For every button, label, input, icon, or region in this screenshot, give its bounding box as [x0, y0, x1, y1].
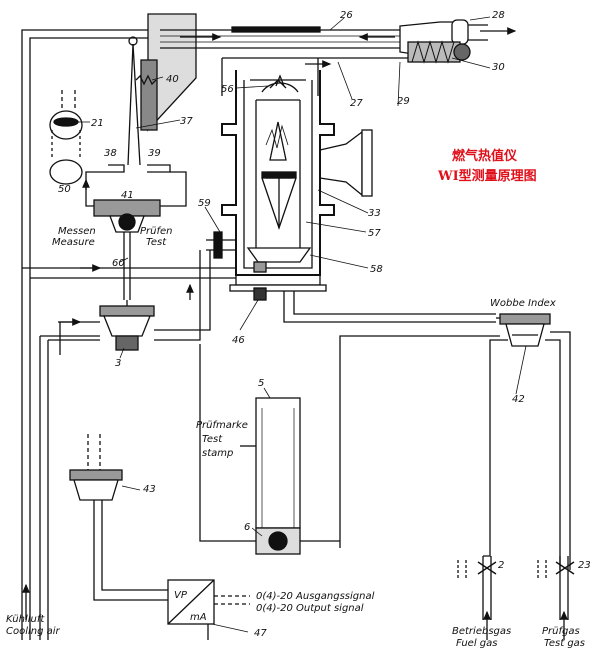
- transmitter-47: [167, 579, 250, 640]
- switch-valve-41: [93, 199, 161, 233]
- thermo-lever-37: [127, 36, 141, 166]
- callout-2: 2: [498, 560, 504, 571]
- observation-port-33: [319, 129, 373, 197]
- label-betriebsgas: Betriebsgas: [452, 626, 511, 637]
- nozzles-38-39: [108, 164, 171, 173]
- label-test-stamp-1: Test: [202, 434, 223, 445]
- label-test-gas: Test gas: [544, 638, 585, 649]
- regulator-42: [339, 313, 571, 570]
- burner-chamber: [221, 58, 335, 292]
- callout-47: 47: [254, 628, 267, 639]
- callout-37: 37: [180, 116, 193, 127]
- callout-57: 57: [368, 228, 381, 239]
- callout-26: 26: [340, 10, 353, 21]
- label-fuel-gas: Fuel gas: [456, 638, 497, 649]
- float-gauge-21-50: [49, 90, 83, 185]
- callout-46: 46: [232, 335, 245, 346]
- connector-46: [253, 287, 496, 323]
- valve-43: [69, 434, 168, 601]
- label-test: Test: [146, 237, 167, 248]
- callout-50: 50: [58, 184, 71, 195]
- callout-56: 56: [221, 84, 234, 95]
- spring-40: [135, 74, 157, 86]
- test-stamp-cylinder-5: [199, 344, 340, 555]
- label-wobbe-index: Wobbe Index: [490, 298, 556, 309]
- callout-43: 43: [143, 484, 156, 495]
- label-pruefgas: Prüfgas: [542, 626, 580, 637]
- callout-30: 30: [492, 62, 505, 73]
- label-cooling-air: Cooling air: [6, 626, 61, 637]
- callout-58: 58: [370, 264, 383, 275]
- pressure-regulator-3: [39, 250, 211, 640]
- diagram-title-line1: 燃气热值仪: [452, 148, 518, 164]
- callout-6: 6: [244, 522, 250, 533]
- orifice-spring-30: [407, 40, 471, 64]
- label-vp: VP: [174, 590, 188, 601]
- exhaust-outlet-28: [451, 19, 488, 45]
- callout-21: 21: [91, 118, 104, 129]
- callout-3: 3: [115, 358, 121, 369]
- diagram-title-line2: WI型测量原理图: [437, 168, 537, 184]
- label-output-de: 0(4)-20 Ausgangssignal: [256, 591, 375, 602]
- callout-23: 23: [578, 560, 591, 571]
- callout-41: 41: [121, 190, 134, 201]
- label-pruefmarke: Prüfmarke: [196, 420, 248, 431]
- tube-60: [123, 232, 131, 300]
- label-output-en: 0(4)-20 Output signal: [256, 603, 364, 614]
- callout-59: 59: [198, 198, 211, 209]
- test-gas-inlet-23: [537, 556, 575, 620]
- callout-39: 39: [148, 148, 161, 159]
- callout-42: 42: [512, 394, 525, 405]
- label-messen: Messen: [58, 226, 96, 237]
- callout-5: 5: [258, 378, 264, 389]
- label-kuehlluft: Kühlluft: [6, 614, 45, 625]
- fuel-gas-inlet-2: [457, 556, 497, 620]
- callout-60: 60: [112, 258, 125, 269]
- callout-28: 28: [492, 10, 505, 21]
- label-test-stamp-2: stamp: [202, 448, 233, 459]
- callout-33: 33: [368, 208, 381, 219]
- label-pruefen: Prüfen: [140, 226, 173, 237]
- callout-27: 27: [350, 98, 363, 109]
- callout-40: 40: [166, 74, 179, 85]
- label-ma: mA: [190, 612, 207, 623]
- callout-38: 38: [104, 148, 117, 159]
- label-measure: Measure: [52, 237, 95, 248]
- cooling-air-line: [21, 29, 148, 640]
- mounting-plate: [140, 13, 197, 132]
- fan-56: [269, 74, 287, 89]
- callout-29: 29: [397, 96, 410, 107]
